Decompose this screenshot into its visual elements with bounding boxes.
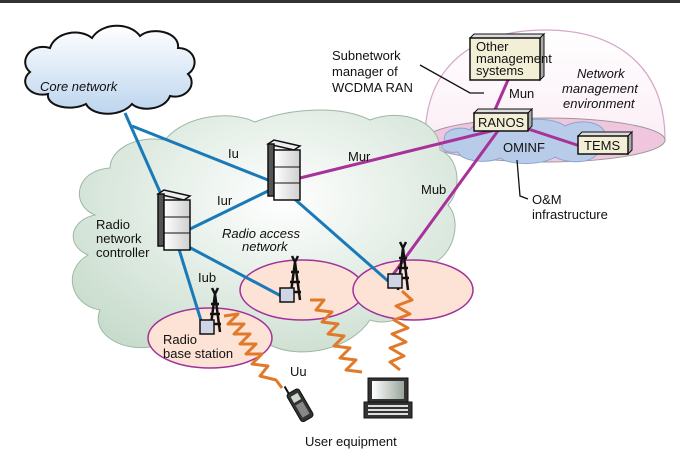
laptop-icon — [363, 377, 413, 419]
radio-link-middle — [310, 298, 363, 374]
nme-line2: management — [562, 81, 639, 96]
subnetwork-manager-line1: Subnetwork — [332, 48, 401, 63]
top-rule — [0, 0, 680, 3]
subnetwork-manager-line2: manager of — [332, 64, 398, 79]
link-core-rnc1 — [123, 112, 162, 193]
subnetwork-manager-pointer — [419, 64, 484, 94]
link-mun — [492, 79, 510, 113]
radio-links — [223, 289, 414, 389]
om-infrastructure-line2: infrastructure — [532, 207, 608, 222]
radio-link-right — [388, 289, 414, 372]
base-station-icon — [199, 287, 222, 335]
rnc-server-icon — [156, 189, 192, 251]
other-mgmt-line2: management — [476, 51, 552, 66]
nme-line1: Network — [577, 66, 626, 81]
om-infrastructure-line1: O&M — [532, 192, 562, 207]
rnc-label-line2: network — [96, 231, 142, 246]
link-core-rnc2-iu — [131, 124, 269, 182]
blue-links — [123, 112, 389, 328]
iur-label: Iur — [217, 193, 233, 208]
mun-label: Mun — [509, 86, 534, 101]
cell-right — [352, 259, 474, 321]
rnc-server-icon — [266, 139, 302, 201]
iu-label: Iu — [228, 146, 239, 161]
mobile-phone-icon — [283, 386, 314, 423]
ominf-label: OMINF — [503, 140, 545, 155]
link-mub — [390, 127, 502, 277]
rbs-label-line2: base station — [163, 346, 233, 361]
mub-label: Mub — [421, 182, 446, 197]
ran-label-line2: network — [242, 239, 289, 254]
other-mgmt-line1: Other — [476, 39, 509, 54]
cell-middle — [239, 259, 365, 321]
other-management-systems-box: Other management systems — [468, 32, 552, 82]
tems-label: TEMS — [584, 138, 620, 153]
rnc-label-line3: controller — [96, 245, 150, 260]
link-mur — [299, 128, 496, 180]
mur-label: Mur — [348, 149, 371, 164]
uu-label: Uu — [290, 364, 307, 379]
ranos-box: RANOS — [472, 107, 534, 132]
radio-link-left — [223, 312, 284, 389]
user-equipment-label: User equipment — [305, 434, 397, 449]
nme-line3: environment — [563, 96, 636, 111]
link-iur — [187, 188, 271, 232]
ranos-label: RANOS — [478, 115, 525, 130]
other-mgmt-line3: systems — [476, 63, 524, 78]
link-iub-right — [289, 193, 389, 283]
link-iub-middle — [184, 243, 284, 299]
core-network-cloud — [24, 24, 196, 115]
om-infrastructure-pointer — [516, 159, 529, 200]
ran-label-line1: Radio access — [222, 226, 301, 241]
base-station-icon — [279, 255, 302, 303]
management-links — [299, 79, 581, 277]
core-network-label: Core network — [40, 79, 119, 94]
subnetwork-manager-line3: WCDMA RAN — [332, 80, 413, 95]
link-tems — [524, 126, 581, 148]
link-iub-left — [176, 245, 205, 328]
rbs-label-line1: Radio — [163, 332, 197, 347]
tems-box: TEMS — [576, 130, 634, 156]
rnc-label-line1: Radio — [96, 217, 130, 232]
base-station-icon — [387, 241, 410, 291]
iub-label: Iub — [198, 270, 216, 285]
